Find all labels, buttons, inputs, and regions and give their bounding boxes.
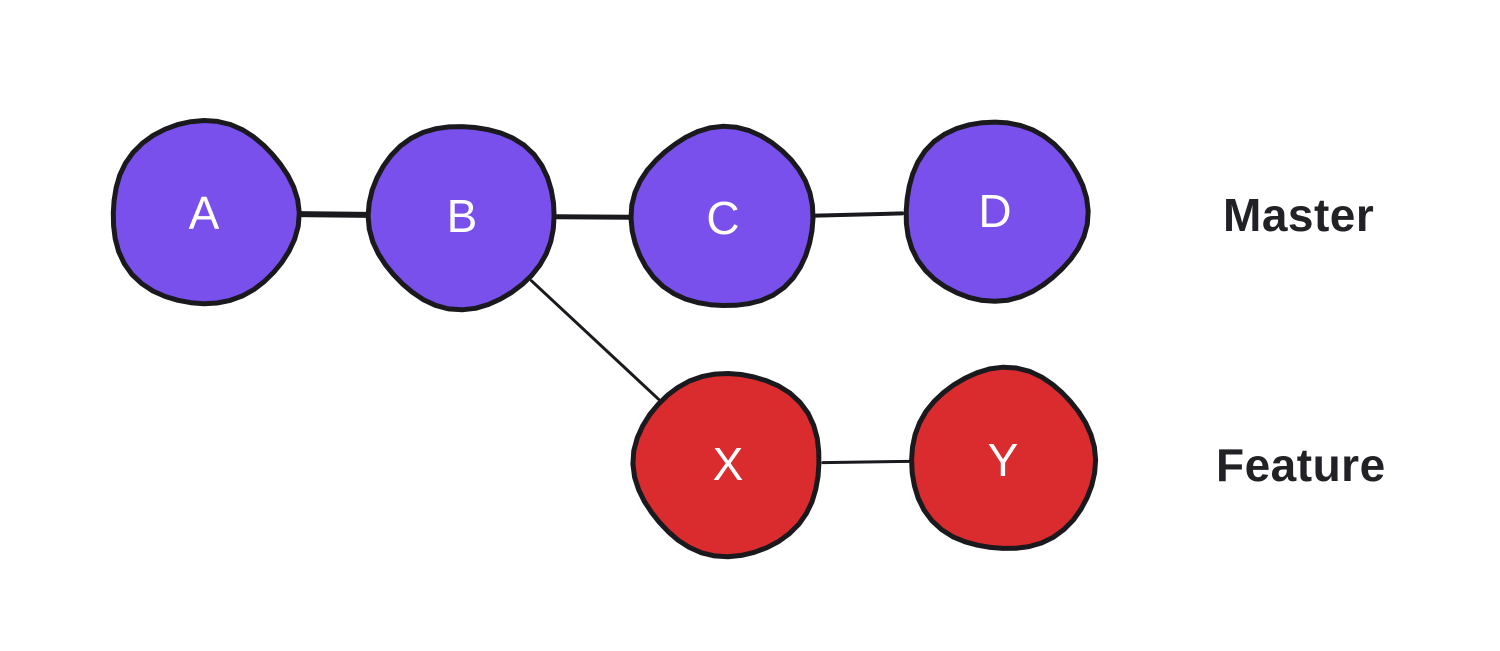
commit-node-A: A <box>110 118 302 307</box>
commit-circle-Y <box>909 364 1099 551</box>
commit-node-B: B <box>365 124 557 313</box>
edge-B-X <box>530 279 660 401</box>
commit-label-D: D <box>978 185 1011 237</box>
commit-node-C: C <box>628 123 816 308</box>
commit-circle-C <box>628 123 816 308</box>
edge-C-D <box>814 211 904 218</box>
branch-label-master: Master <box>1223 189 1375 241</box>
commit-circle-X <box>630 371 822 560</box>
commit-label-X: X <box>713 438 744 490</box>
commit-node-D: D <box>903 119 1091 304</box>
commit-circle-A <box>110 118 302 307</box>
commit-node-X: X <box>630 371 822 560</box>
commit-label-A: A <box>189 187 220 239</box>
commit-circle-B <box>365 124 557 313</box>
edge-A-B <box>296 211 370 218</box>
commit-node-Y: Y <box>909 364 1099 551</box>
edge-B-C <box>554 214 633 220</box>
commit-label-B: B <box>447 190 478 242</box>
branch-label-feature: Feature <box>1216 439 1386 491</box>
commit-label-Y: Y <box>988 434 1019 486</box>
commit-label-C: C <box>706 192 739 244</box>
commit-circle-D <box>903 119 1091 304</box>
edge-X-Y <box>821 459 911 465</box>
